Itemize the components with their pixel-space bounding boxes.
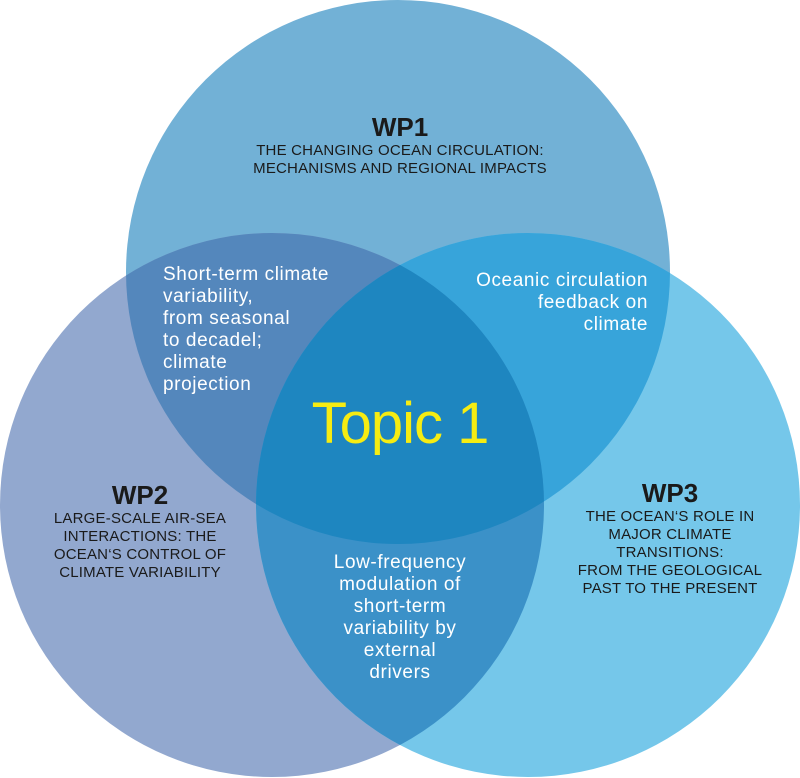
wp3-description-line: FROM THE GEOLOGICAL	[577, 562, 763, 579]
wp2-description-line: INTERACTIONS: THE	[63, 528, 217, 545]
overlap-text-line: climate	[163, 352, 228, 373]
overlap-text-line: modulation of	[339, 574, 461, 595]
overlap-text-line: from seasonal	[163, 308, 291, 329]
wp3-description-line: PAST TO THE PRESENT	[582, 580, 758, 597]
overlap-text-line: external	[363, 640, 437, 661]
wp2-label: WP2 LARGE-SCALE AIR-SEA INTERACTIONS: TH…	[20, 480, 260, 582]
overlap-text-line: short-term	[353, 596, 447, 617]
wp2-title: WP2	[111, 480, 169, 510]
overlap-text-line: climate	[583, 314, 648, 335]
wp2-description-line: LARGE-SCALE AIR-SEA	[53, 510, 227, 527]
overlap-text-line: Oceanic circulation	[476, 270, 648, 291]
center-topic-label: Topic 1	[311, 391, 490, 456]
overlap-text-line: feedback on	[537, 292, 648, 313]
wp3-description-line: MAJOR CLIMATE	[608, 526, 732, 543]
wp1-wp3-overlap-label: Oceanic circulation feedback on climate	[430, 270, 648, 336]
overlap-text-line: variability,	[163, 286, 254, 307]
wp3-title: WP3	[641, 478, 699, 508]
wp2-description-line: OCEAN‘S CONTROL OF	[53, 546, 227, 563]
overlap-text-line: drivers	[369, 662, 431, 683]
wp2-description-line: CLIMATE VARIABILITY	[59, 564, 221, 581]
overlap-text-line: projection	[163, 374, 252, 395]
overlap-text-line: variability by	[343, 618, 457, 639]
wp3-description-line: THE OCEAN‘S ROLE IN	[585, 508, 755, 525]
wp1-label: WP1 THE CHANGING OCEAN CIRCULATION: MECH…	[200, 112, 600, 178]
wp1-title: WP1	[371, 112, 429, 142]
wp1-wp2-overlap-label: Short-term climate variability, from sea…	[163, 264, 329, 396]
wp2-wp3-overlap-label: Low-frequency modulation of short-term v…	[300, 552, 500, 684]
wp1-description-line: THE CHANGING OCEAN CIRCULATION:	[256, 142, 544, 159]
overlap-text-line: Short-term climate	[163, 264, 330, 285]
wp3-description-line: TRANSITIONS:	[616, 544, 724, 561]
wp1-description-line: MECHANISMS AND REGIONAL IMPACTS	[253, 160, 547, 177]
overlap-text-line: Low-frequency	[333, 552, 467, 573]
overlap-text-line: to decadel;	[163, 330, 263, 351]
wp3-label: WP3 THE OCEAN‘S ROLE IN MAJOR CLIMATE TR…	[545, 478, 795, 598]
center-overlap	[256, 233, 544, 544]
